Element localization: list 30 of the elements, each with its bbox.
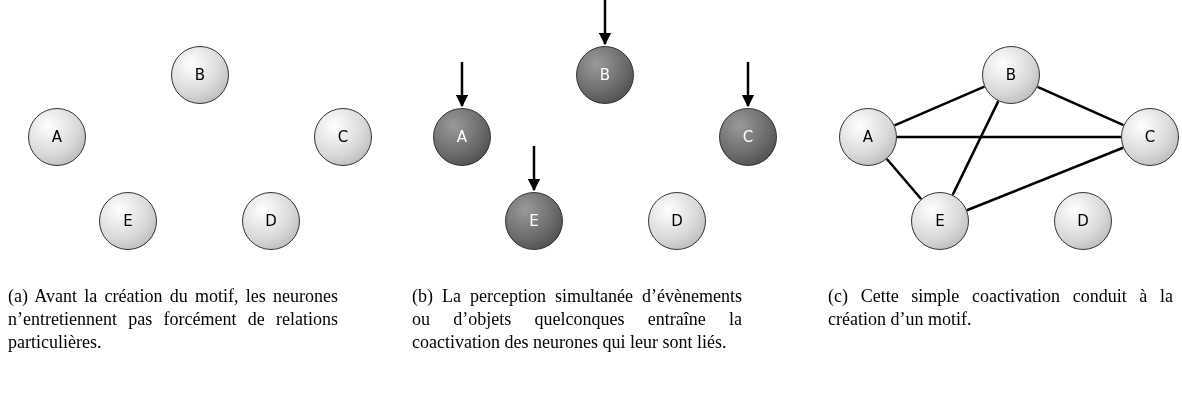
connection-line bbox=[894, 85, 985, 127]
neuron-label: D bbox=[265, 212, 277, 230]
connection-line bbox=[897, 135, 1121, 139]
neuron-label: A bbox=[456, 128, 468, 146]
panel-caption: (a) Avant la création du motif, les neurones n’entretiennent pas forcément de relations particulières. bbox=[8, 285, 338, 354]
neuron-label: B bbox=[599, 66, 611, 84]
neuron-label: E bbox=[935, 212, 945, 230]
connection-line bbox=[951, 100, 1000, 196]
neuron-label: C bbox=[742, 128, 754, 146]
panel-caption: (c) Cette simple coactivation conduit à la création d’un motif. bbox=[828, 285, 1173, 331]
connection-line bbox=[885, 158, 923, 200]
arrow bbox=[598, 0, 612, 46]
neuron-label: D bbox=[1077, 212, 1089, 230]
neuron-label: E bbox=[123, 212, 133, 230]
panel-caption: (b) La perception simultanée d’évènements ou d’objets quelconques entraîne la coactivation des neurones qui leur sont liés. bbox=[412, 285, 742, 354]
neuron-label: C bbox=[337, 128, 349, 146]
connection-line bbox=[966, 146, 1124, 212]
neuron-circle bbox=[911, 192, 969, 250]
arrow bbox=[527, 146, 541, 192]
arrow bbox=[741, 62, 755, 108]
neuron-label: E bbox=[529, 212, 539, 230]
neuron-label: B bbox=[1005, 66, 1017, 84]
neuron-label: B bbox=[194, 66, 206, 84]
neuron-label: A bbox=[862, 128, 874, 146]
neuron-label: A bbox=[51, 128, 63, 146]
connection-line bbox=[1036, 85, 1125, 127]
neuron-label: D bbox=[671, 212, 683, 230]
neuron-label: C bbox=[1144, 128, 1156, 146]
neuron-circle bbox=[982, 46, 1040, 104]
arrow bbox=[455, 62, 469, 108]
